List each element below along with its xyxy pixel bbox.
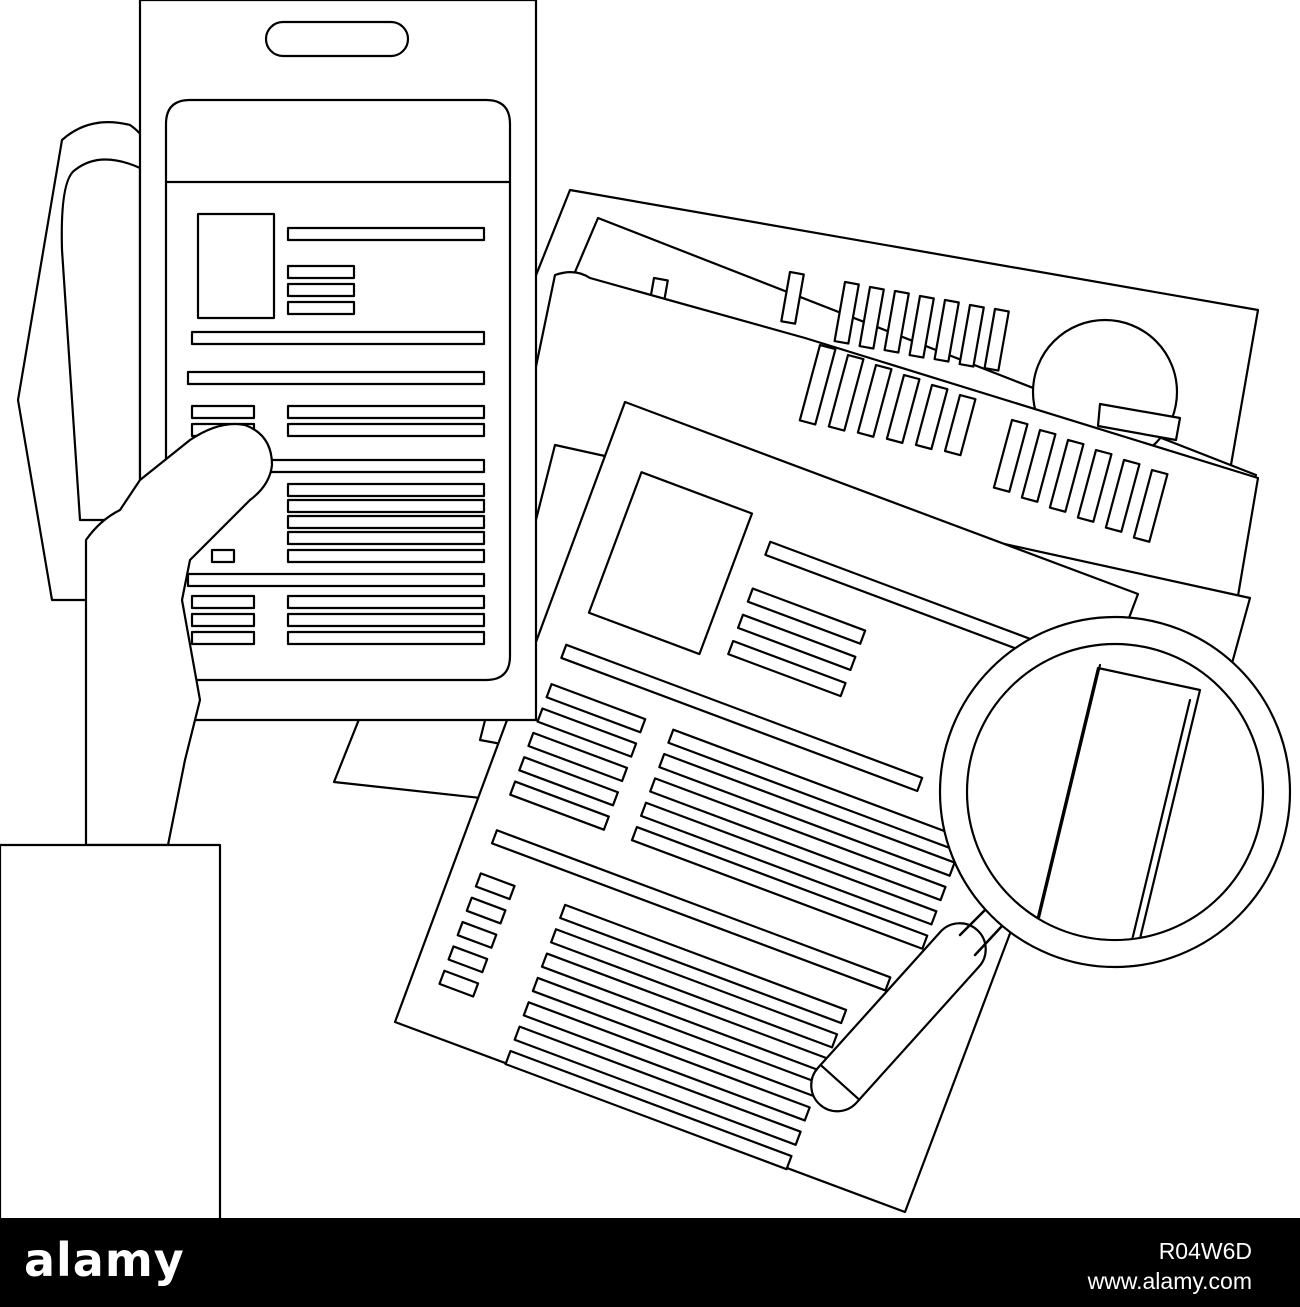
phone-screen (164, 98, 512, 682)
bar-chart-folder (798, 343, 1169, 543)
cv-photo-placeholder (587, 471, 754, 656)
phone-speaker (264, 20, 410, 58)
image-id-label: R04W6D (1158, 1238, 1252, 1264)
bar-chart-top (648, 270, 1010, 372)
magnifying-glass-icon (810, 615, 1292, 1113)
line-art-illustration (0, 0, 1292, 1218)
site-url: www.alamy.com (1087, 1268, 1252, 1294)
brand-logo: alamy (24, 1233, 185, 1287)
phone-cv-content (186, 212, 486, 646)
cv-document (393, 400, 1140, 1214)
hand-with-phone (0, 0, 538, 1218)
sleeve (0, 843, 222, 1218)
stock-footer-bar: alamy R04W6D www.alamy.com (0, 1218, 1300, 1307)
